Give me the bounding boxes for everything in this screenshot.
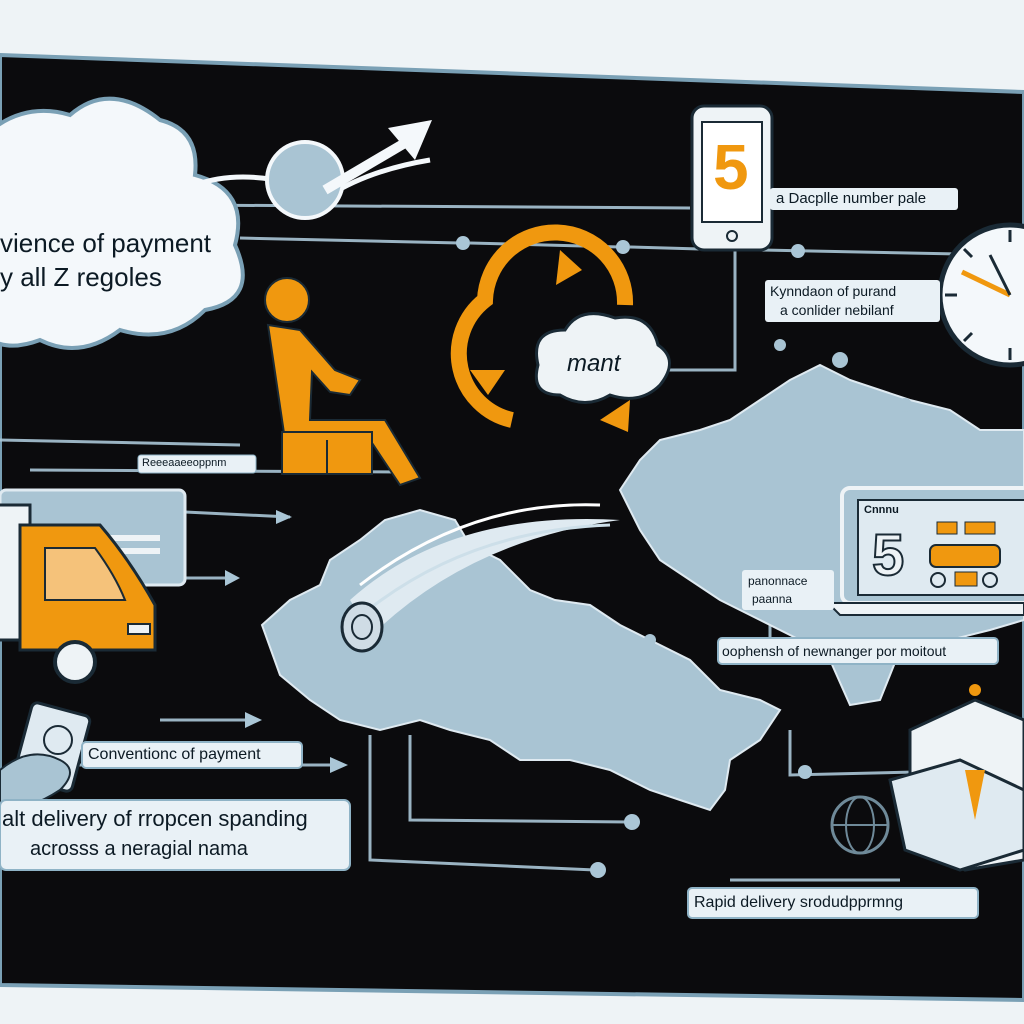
bottom-left-line2: acrosss a neragial nama xyxy=(30,838,248,860)
laptop-digit: 5 xyxy=(871,522,905,589)
conv-label: Conventionc of payment xyxy=(88,746,261,763)
phone-caption: a Dacplle number pale xyxy=(776,190,927,207)
cloud-text-line2: y all Z regoles xyxy=(0,262,162,292)
package-icon xyxy=(888,684,1024,872)
person-icon xyxy=(264,277,422,487)
hand-card-icon xyxy=(0,701,92,812)
truck-icon xyxy=(0,503,157,684)
small-tag-box xyxy=(137,454,257,474)
check-arrow-icon xyxy=(265,120,432,220)
phone-icon xyxy=(690,104,774,252)
bottom-left-box xyxy=(0,799,351,871)
laptop-caption-line1: panonnace xyxy=(748,574,808,588)
phone-digit: 5 xyxy=(713,131,749,203)
map-islands xyxy=(644,339,1003,685)
connector-nodes xyxy=(225,236,812,878)
speech-cloud-shape xyxy=(0,96,245,350)
note-top-right-line2: a conlider nebilanf xyxy=(780,302,894,318)
clock-icon xyxy=(937,222,1024,368)
right-note: oophensh of newnanger por moitout xyxy=(722,643,947,659)
map-right-region xyxy=(618,363,1024,707)
small-tag: Reeeaaeeoppnm xyxy=(142,457,227,469)
bottom-left-line1: alt delivery of rropcen spanding xyxy=(2,806,308,831)
bottom-right-label: Rapid delivery srodudpprmng xyxy=(694,894,903,911)
note-top-right-line1: Kynndaon of purand xyxy=(770,283,897,299)
laptop-icon xyxy=(825,486,1024,616)
globe-icon xyxy=(830,795,890,855)
laptop-caption-box xyxy=(742,570,834,610)
center-cloud-label: mant xyxy=(567,350,621,377)
laptop-caption-line2: paanna xyxy=(752,592,793,606)
laptop-title: Cnnnu xyxy=(864,504,899,516)
cycle-icon xyxy=(450,224,671,432)
bottom-right-box xyxy=(687,887,979,919)
cloud-text-line1: vience of payment xyxy=(0,228,212,258)
conv-label-box xyxy=(81,741,303,769)
note-top-right-box xyxy=(765,280,940,322)
coin-streak xyxy=(340,503,620,653)
phone-caption-box xyxy=(770,188,958,210)
right-note-box xyxy=(717,637,999,665)
